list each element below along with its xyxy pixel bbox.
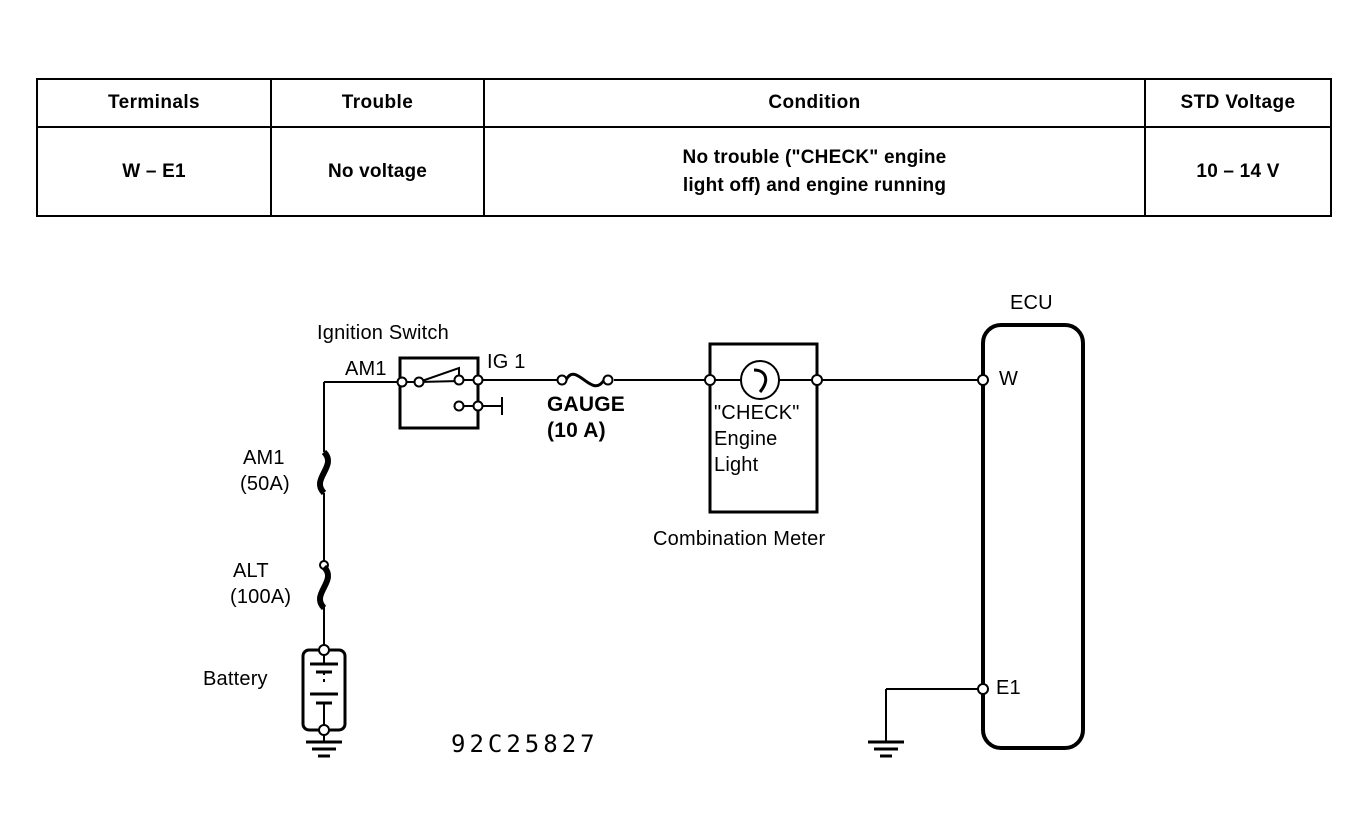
ecu-box	[981, 323, 1085, 750]
column-header-trouble: Trouble	[270, 78, 485, 128]
ground-symbol-ecu	[868, 740, 904, 758]
combination-meter-symbol	[704, 342, 823, 514]
label-ecu: ECU	[1010, 292, 1053, 314]
ignition-switch-terminal-am1-dot	[396, 376, 408, 388]
figure-id: 92C25827	[451, 730, 599, 758]
wire-group	[323, 379, 983, 742]
label-fuse-gauge-name: GAUGE	[547, 393, 626, 416]
ignition-switch-terminal-ig1-dot	[472, 374, 484, 386]
column-header-std-voltage: STD Voltage	[1144, 78, 1332, 128]
ecu-terminal-w-dot	[977, 374, 989, 386]
cell-condition: No trouble ("CHECK" engine light off) an…	[483, 126, 1146, 217]
label-fuse-gauge-rating: (10 A)	[547, 419, 606, 442]
ignition-switch-box	[398, 356, 480, 430]
ignition-switch-contact-acc-dot	[453, 400, 465, 412]
meter-terminal-right-dot	[811, 374, 823, 386]
label-terminal-am1: AM1	[345, 358, 387, 380]
label-lamp-line-3: Light	[714, 454, 759, 476]
table-row: W – E1 No voltage No trouble ("CHECK" en…	[36, 126, 1332, 217]
meter-terminal-left-dot	[704, 374, 716, 386]
label-lamp-line-1: "CHECK"	[714, 402, 800, 424]
label-ecu-terminal-w: W	[999, 368, 1019, 390]
column-header-terminals: Terminals	[36, 78, 272, 128]
ground-symbol-battery	[306, 740, 342, 758]
fuse-gauge-right-dot	[602, 374, 614, 386]
label-fusible-link-am1-name: AM1	[243, 447, 285, 469]
label-fusible-link-am1-rating: (50A)	[240, 473, 290, 495]
battery-pos-terminal-dot	[318, 644, 330, 656]
fuse-gauge-symbol	[556, 372, 614, 388]
fusible-link-am1-inner	[320, 454, 328, 491]
cell-condition-line-2: light off) and engine running	[682, 174, 947, 196]
fuse-gauge-left-dot	[556, 374, 568, 386]
cell-trouble: No voltage	[270, 126, 485, 217]
inspection-spec-table: Terminals Trouble Condition STD Voltage …	[36, 78, 1332, 217]
table-header-row: Terminals Trouble Condition STD Voltage	[36, 78, 1332, 128]
check-engine-lamp-filament	[753, 368, 768, 393]
check-engine-lamp-icon	[740, 360, 780, 400]
ecu-symbol	[977, 323, 1085, 750]
cell-condition-line-1: No trouble ("CHECK" engine	[682, 146, 947, 168]
label-terminal-ig1: IG 1	[487, 351, 526, 373]
fuse-gauge-element	[564, 372, 606, 388]
column-header-condition: Condition	[483, 78, 1146, 128]
cell-std-voltage: 10 – 14 V	[1144, 126, 1332, 217]
label-lamp-line-2: Engine	[714, 428, 778, 450]
ignition-switch-terminal-acc-dot	[472, 400, 484, 412]
fusible-link-alt-inner	[320, 569, 328, 606]
label-battery: Battery	[203, 668, 268, 690]
ignition-switch-pivot-dot	[413, 376, 425, 388]
label-ecu-terminal-e1: E1	[996, 677, 1021, 699]
ecu-terminal-e1-dot	[977, 683, 989, 695]
cell-terminals: W – E1	[36, 126, 272, 217]
label-combination-meter: Combination Meter	[653, 528, 826, 550]
ignition-switch-symbol	[396, 356, 503, 430]
ignition-switch-contact-ig1-dot	[453, 374, 465, 386]
fusible-link-alt-symbol	[317, 560, 331, 611]
ignition-switch-blade	[418, 366, 460, 383]
battery-neg-terminal-dot	[318, 724, 330, 736]
label-fusible-link-alt-name: ALT	[233, 560, 269, 582]
battery-symbol	[301, 644, 347, 736]
fusible-link-am1-symbol	[317, 449, 331, 496]
label-fusible-link-alt-rating: (100A)	[230, 586, 292, 608]
label-ignition-switch: Ignition Switch	[317, 322, 449, 344]
combination-meter-box	[708, 342, 819, 514]
